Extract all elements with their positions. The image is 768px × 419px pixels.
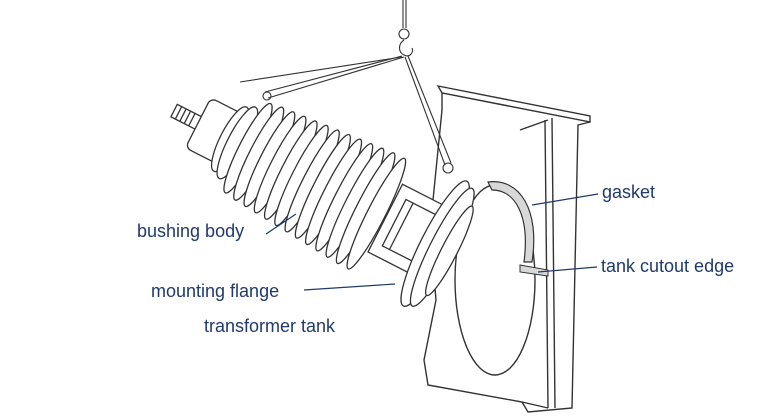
- leader-mounting-flange: [303, 283, 396, 291]
- tank-cutout-edge-label: tank cutout edge: [601, 256, 735, 276]
- mounting-flange-label: mounting flange: [151, 281, 280, 301]
- tank-cutout-edge-line: [519, 264, 549, 277]
- leader-lines: [265, 193, 599, 291]
- leader-bushing-body: [265, 213, 297, 235]
- gasket-ring: [487, 181, 535, 263]
- leader-gasket: [531, 193, 599, 206]
- gasket-label: gasket: [602, 182, 656, 202]
- porcelain-sheds: [223, 102, 407, 270]
- bushing-assembly: [170, 99, 475, 307]
- lifting-rigging: [239, 0, 454, 174]
- bushing-body-label: bushing body: [137, 221, 245, 241]
- transformer-tank-label: transformer tank: [204, 316, 336, 336]
- leader-tank-cutout-edge: [537, 266, 598, 273]
